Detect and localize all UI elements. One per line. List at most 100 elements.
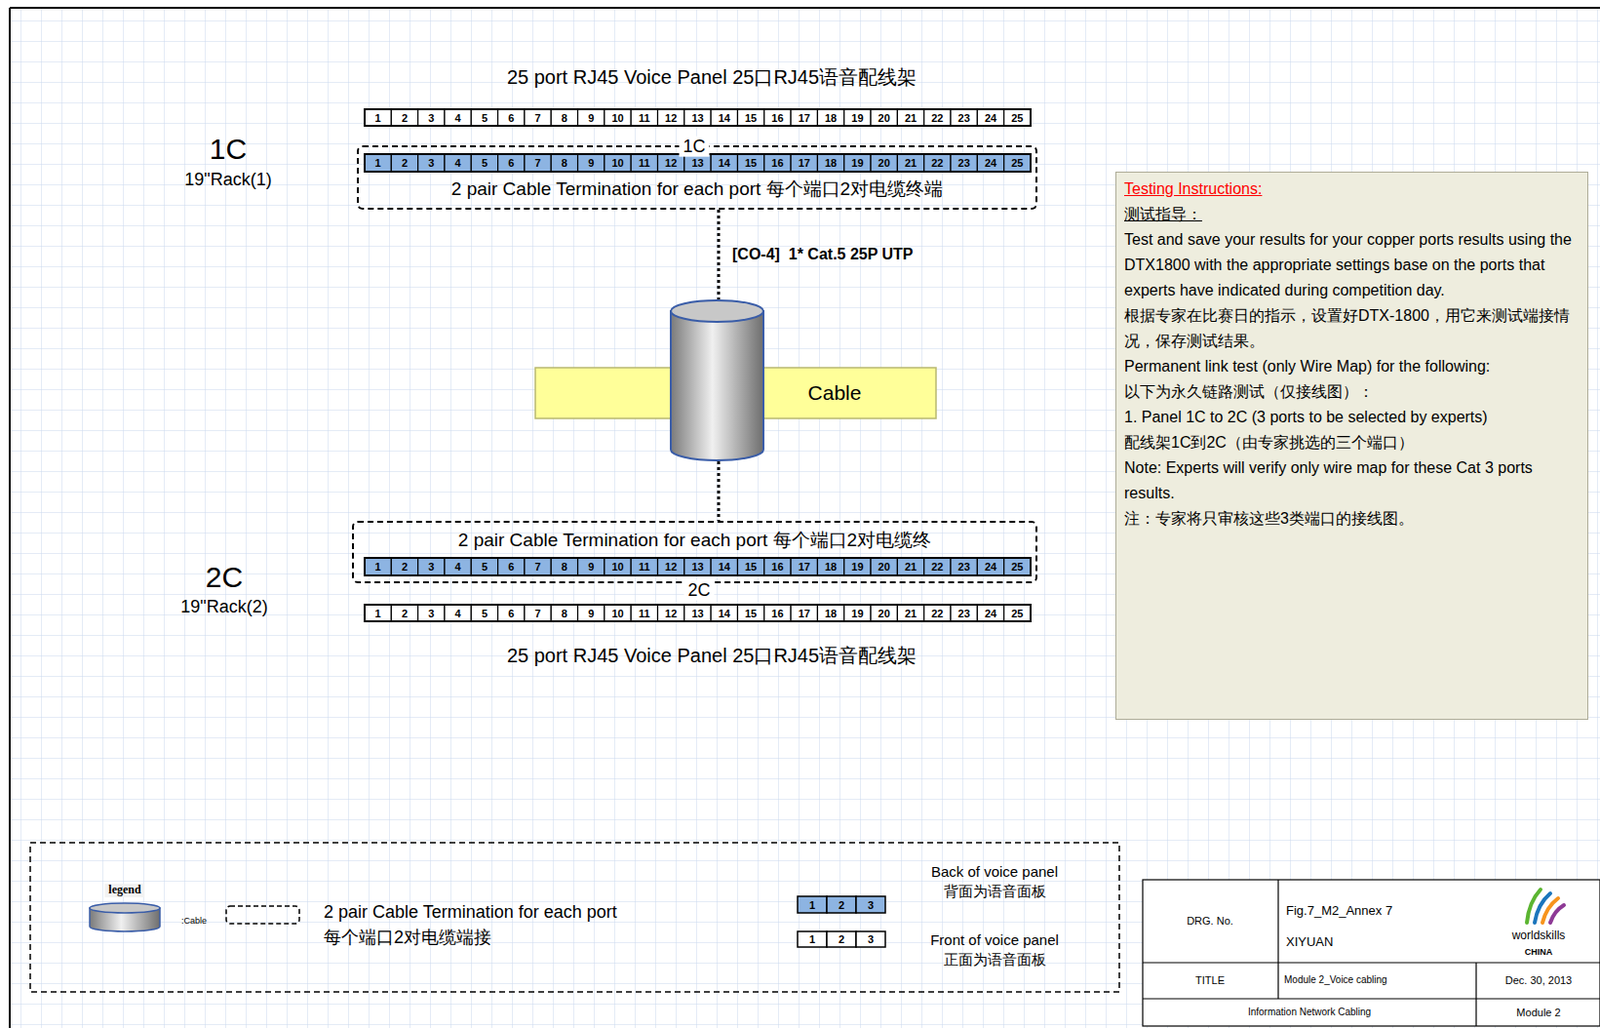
- port-cell: [470, 109, 498, 126]
- table-cell: Dec. 30, 2013: [1505, 974, 1573, 987]
- port-number: 4: [455, 606, 462, 620]
- port-cell: [976, 604, 1004, 622]
- swatch-cell: [826, 931, 857, 947]
- label-text: 1C: [209, 132, 247, 167]
- port-cell: [844, 557, 871, 576]
- title-block: [1142, 879, 1600, 1026]
- port-number: 2: [401, 111, 408, 124]
- table-cell: TITLE: [1195, 974, 1225, 987]
- port-cell: [976, 154, 1004, 172]
- instruction-text: 1. Panel 1C to 2C (3 ports to be selecte…: [1124, 404, 1580, 430]
- swatch-cell: [797, 896, 827, 913]
- cable-illustration: [534, 299, 937, 462]
- port-cell: [870, 154, 898, 172]
- port-cell: [498, 154, 525, 172]
- port-cell: [390, 557, 418, 576]
- port-number: 5: [481, 560, 488, 574]
- port-cell: [524, 557, 551, 576]
- port-number: 12: [664, 111, 677, 124]
- port-number: 2: [401, 606, 408, 620]
- port-cell: [710, 604, 738, 622]
- port-number: 23: [958, 111, 971, 124]
- port-cell: [444, 557, 471, 576]
- port-cell: [870, 109, 898, 126]
- port-cell: [1004, 604, 1031, 622]
- port-number: 1: [375, 606, 382, 620]
- port-number: 15: [744, 560, 757, 574]
- port-number: 22: [931, 560, 943, 574]
- table-cell: Information Network Cabling: [1248, 1006, 1371, 1018]
- port-cell: [897, 604, 924, 622]
- port-cell: [390, 604, 418, 622]
- port-number: 12: [664, 560, 677, 574]
- port-number: 3: [867, 933, 874, 946]
- port-cell: [578, 154, 605, 172]
- port-number: 16: [771, 560, 783, 574]
- port-number: 2: [401, 156, 408, 170]
- port-number: 8: [561, 156, 568, 170]
- port-cell: [790, 109, 818, 126]
- port-cell: [710, 557, 738, 576]
- port-number: 3: [428, 606, 434, 620]
- port-number: 20: [878, 606, 891, 620]
- port-cell: [684, 154, 711, 172]
- swatch-cell: [826, 896, 857, 913]
- instruction-text: Note: Experts will verify only wire map …: [1124, 455, 1580, 507]
- worldskills-logo: [1526, 889, 1564, 923]
- panel-outline: [364, 154, 1031, 172]
- node-text: 2 pair Cable Termination for each port 每…: [451, 176, 943, 202]
- port-cell: [524, 604, 551, 622]
- port-cell: [737, 557, 764, 576]
- legend-swatch: [797, 931, 886, 947]
- legend-heading: legend: [104, 883, 145, 898]
- port-cell: [764, 604, 791, 622]
- port-cell: [390, 109, 418, 126]
- port-cell: [1004, 109, 1031, 126]
- port-cell: [470, 604, 498, 622]
- port-cell: [444, 109, 471, 126]
- port-number: 10: [611, 560, 624, 574]
- port-cell: [418, 604, 445, 622]
- port-cell: [976, 557, 1004, 576]
- port-cell: [498, 109, 525, 126]
- port-cell: [418, 109, 445, 126]
- port-number: 24: [984, 156, 997, 170]
- port-number: 20: [878, 156, 891, 170]
- port-cell: [737, 154, 764, 172]
- legend-swatch: [797, 896, 886, 913]
- port-cell: [737, 109, 764, 126]
- port-number: 16: [771, 606, 783, 620]
- port-cell: [950, 557, 977, 576]
- port-number: 3: [428, 156, 434, 170]
- port-cell: [790, 557, 818, 576]
- port-cell: [658, 154, 685, 172]
- port-number: 5: [481, 111, 488, 124]
- port-number: 25: [1011, 560, 1023, 574]
- port-number: 15: [744, 606, 757, 620]
- cable-label: [CO-4] 1* Cat.5 25P UTP: [732, 245, 914, 264]
- drawing-line: [1142, 997, 1600, 999]
- port-number: 20: [878, 560, 891, 574]
- port-number: 19: [851, 560, 863, 574]
- port-number: 1: [375, 111, 382, 124]
- port-cell: [897, 557, 924, 576]
- port-number: 14: [718, 156, 731, 170]
- instruction-text: Test and save your results for your copp…: [1124, 227, 1580, 304]
- instruction-panel: Testing Instructions:测试指导：Test and save …: [1115, 171, 1589, 720]
- port-cell: [604, 604, 631, 622]
- port-number: 10: [611, 111, 624, 124]
- port-cell: [658, 557, 685, 576]
- port-cell: [817, 154, 844, 172]
- port-number: 2: [838, 933, 845, 946]
- port-cell: [684, 109, 711, 126]
- port-cell: [844, 154, 871, 172]
- port-number: 14: [718, 560, 731, 574]
- port-number: 17: [798, 606, 811, 620]
- port-cell: [604, 154, 631, 172]
- port-number: 7: [535, 156, 542, 170]
- legend-frame: [30, 842, 1120, 992]
- port-cell: [630, 109, 658, 126]
- port-cell: [764, 109, 791, 126]
- port-cell: [630, 604, 658, 622]
